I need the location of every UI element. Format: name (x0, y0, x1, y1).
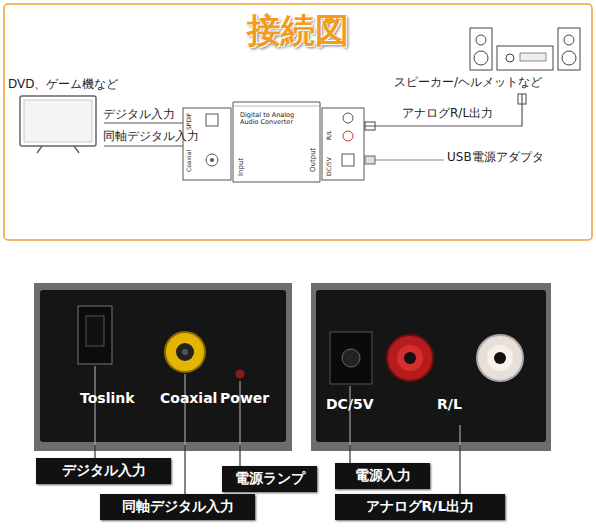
usb-plug (365, 156, 375, 164)
callout-text: 電源ランプ (222, 471, 317, 486)
rca-pin (494, 352, 506, 364)
device-panel (40, 290, 286, 442)
node-text: Toslink (80, 391, 135, 406)
power-led (235, 369, 245, 379)
rca-pin (404, 352, 416, 364)
output-panel: DC/5V R/L (315, 285, 547, 445)
converter-device: Digital to Analog Audio ConverterInput Ou… (183, 100, 365, 182)
usb-cable (365, 159, 444, 160)
tv-stand (37, 146, 42, 153)
converter-input-face (183, 108, 231, 180)
converter-edge (233, 106, 320, 107)
callout-text: デジタル入力 (36, 463, 171, 478)
rca-jack-white (487, 345, 513, 371)
note-label: USB電源アダプタ (447, 151, 544, 164)
dc-jack (330, 332, 372, 384)
converter-output-face (322, 108, 364, 180)
rca-plug (365, 122, 375, 130)
connector-label: デジタル入力 (103, 108, 175, 121)
rca-jack-red (387, 335, 433, 381)
cable-line (104, 122, 183, 123)
speaker-device: スピーカー/ヘルメットなど (392, 22, 584, 94)
coaxial-jack (176, 343, 194, 361)
input-panel: Toslink CoaxialPower (38, 285, 288, 445)
speaker-cone (562, 51, 576, 65)
tv-screen (24, 100, 92, 142)
coaxial-port (210, 158, 214, 162)
callout-box: 電源入力 (335, 463, 430, 489)
coaxial-jack (165, 332, 205, 372)
leader-line (239, 445, 240, 466)
converter-body (233, 102, 320, 182)
node-text: R/L (326, 130, 333, 140)
cable-line (365, 94, 522, 126)
node-text: Input (238, 158, 246, 176)
leader-line (459, 445, 460, 494)
leader-line (350, 386, 351, 445)
amplifier-knob (506, 54, 514, 62)
leader-line (185, 374, 186, 445)
callout-text: 電源入力 (335, 468, 430, 483)
tv-icon (20, 96, 96, 146)
source-device: DVD、ゲーム機など (6, 76, 104, 154)
toslink-port (78, 306, 112, 364)
node-text: R/L (437, 397, 462, 412)
leader-line (184, 445, 185, 494)
rca-port (343, 113, 353, 123)
toslink-port (206, 114, 218, 126)
toslink-shutter (86, 316, 104, 346)
callout-box: アナログR/L出力 (335, 494, 505, 520)
node-text: Coaxial (186, 150, 193, 172)
rca-plug (518, 94, 526, 104)
node-text: Power (220, 391, 269, 406)
dc-jack (342, 349, 360, 367)
node-text: Output (310, 148, 318, 172)
connector-label: アナログR/L出力 (402, 107, 493, 120)
photo-background (311, 283, 551, 451)
coaxial-pin (182, 349, 188, 355)
leader-line (349, 445, 350, 463)
speaker-icon (558, 28, 580, 70)
connector-label: 同軸デジタル入力 (103, 130, 199, 143)
speaker-cone (476, 35, 486, 45)
photo-background (34, 283, 292, 451)
callout-box: 同軸デジタル入力 (100, 494, 255, 520)
node-text: DVD、ゲーム機など (8, 78, 118, 91)
callout-box: デジタル入力 (36, 458, 171, 484)
speaker-cone (564, 35, 574, 45)
callout-text: アナログR/L出力 (335, 499, 505, 514)
dc-port (342, 154, 354, 166)
node-text: DC/5V (326, 157, 333, 176)
amplifier-icon (497, 46, 553, 70)
amplifier-display (520, 53, 546, 61)
tv-stand (74, 146, 79, 153)
node-text: Coaxial (160, 391, 217, 406)
callout-text: 同軸デジタル入力 (100, 499, 255, 514)
diagram-title: 接続図 (0, 12, 596, 49)
coaxial-port (206, 154, 218, 166)
rca-jack-white (477, 335, 523, 381)
node-text: DC/5V (326, 397, 374, 412)
callout-box: 電源ランプ (222, 466, 317, 492)
speaker-icon (470, 28, 492, 70)
cable-line (104, 145, 183, 146)
speaker-cone (474, 51, 488, 65)
rca-jack-red (397, 345, 423, 371)
rca-port (343, 131, 353, 141)
leader-line (460, 425, 461, 445)
node-text: SPDIF (186, 113, 193, 130)
node-text: Digital to Analog Audio Converter (240, 112, 314, 126)
node-text: スピーカー/ヘルメットなど (394, 76, 542, 89)
leader-line (94, 445, 95, 458)
